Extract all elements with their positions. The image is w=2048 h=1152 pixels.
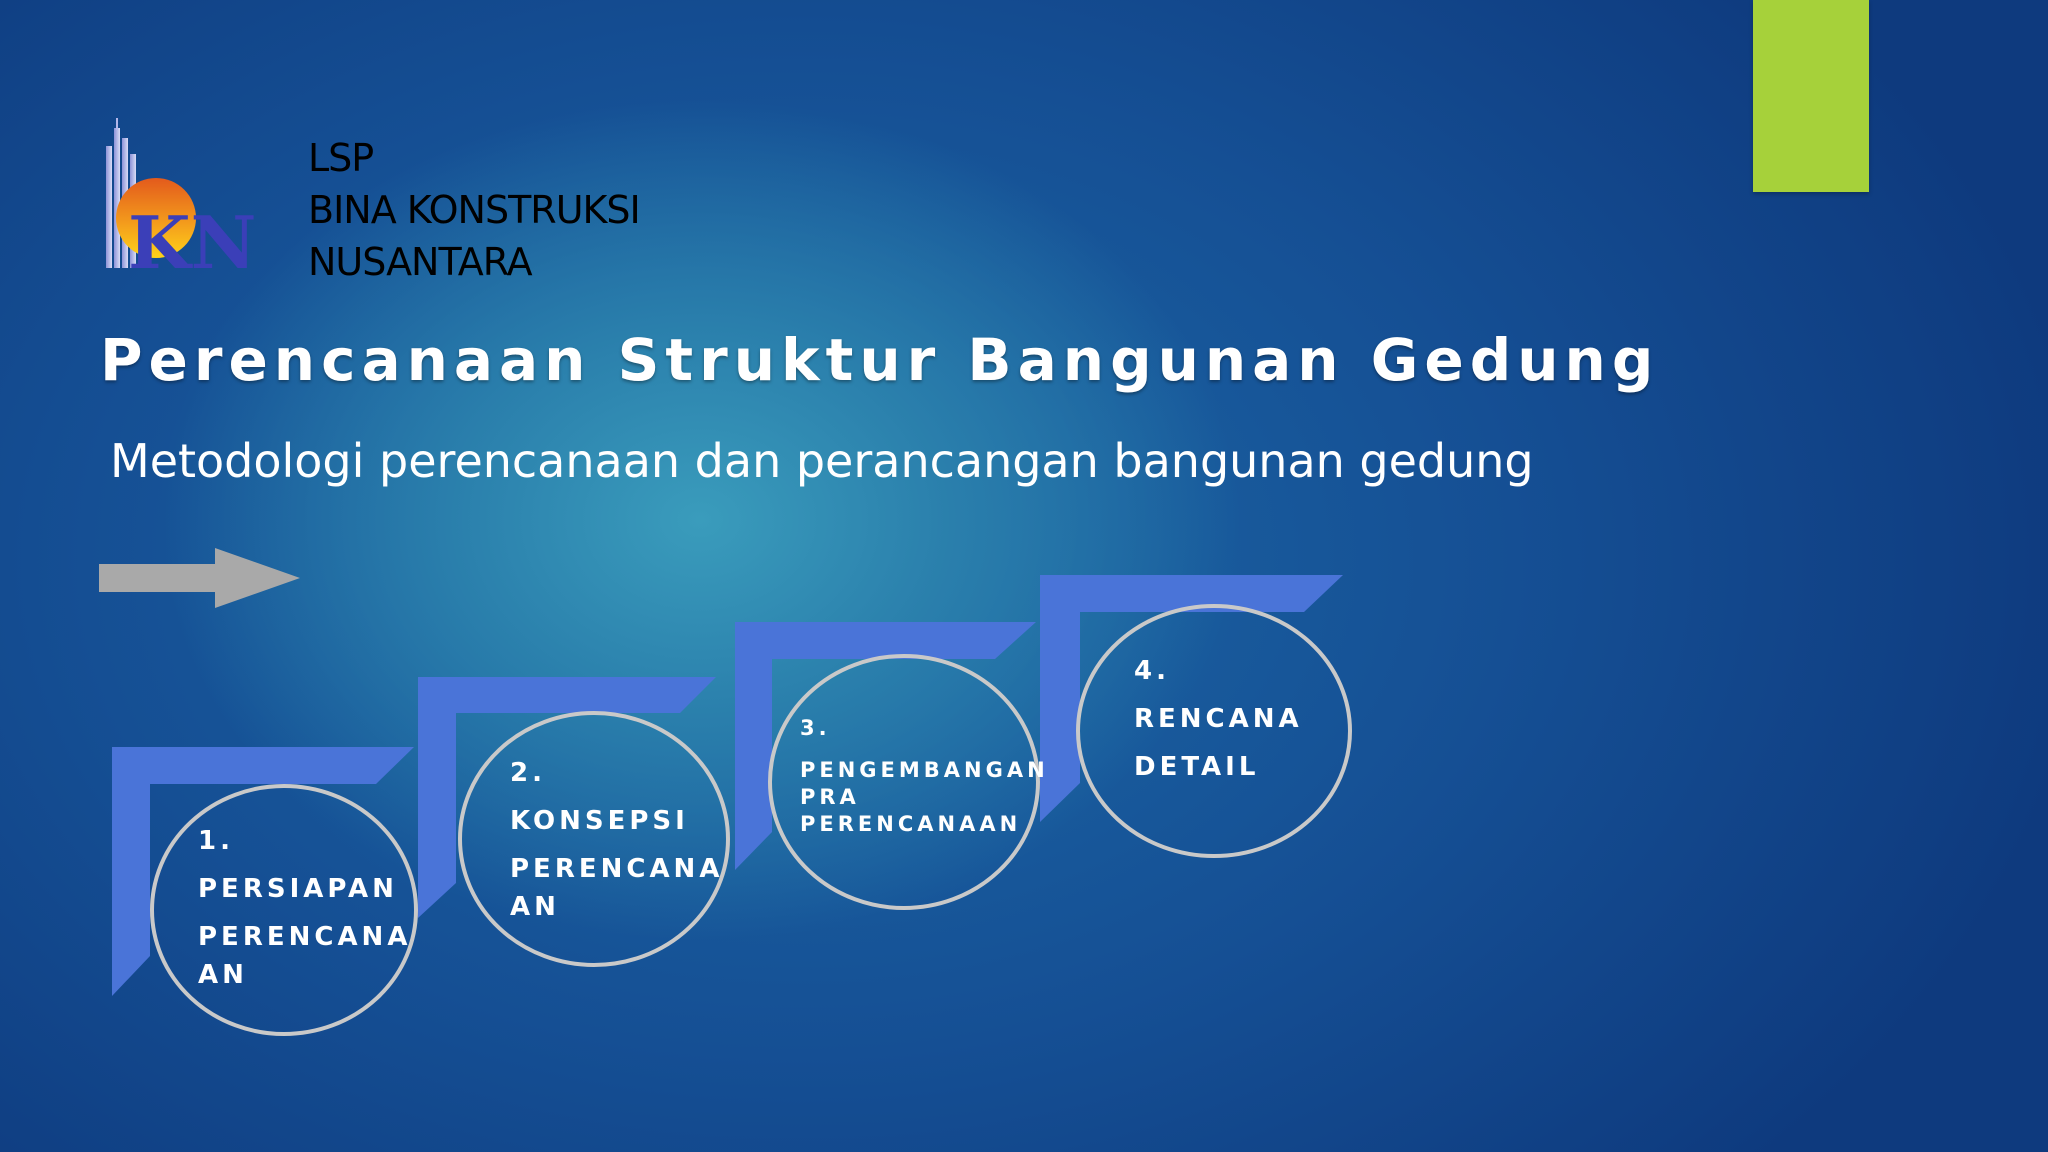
step-2-number: 2. [510, 758, 546, 788]
step-2-line-3: AN [510, 892, 560, 922]
step-shape-2 [418, 677, 716, 918]
step-circle-2 [458, 711, 730, 967]
arrow-shape [99, 548, 300, 608]
company-logo: KN [106, 118, 256, 278]
step-shape-4 [1040, 575, 1343, 822]
step-1-line-1: PERSIAPAN [198, 874, 398, 904]
slide-title: Perencanaan Struktur Bangunan Gedung [100, 326, 1660, 394]
step-3-line-2: PRA [800, 785, 860, 809]
step-circle-4 [1076, 604, 1352, 858]
step-shape-1 [112, 747, 414, 996]
org-line-3: NUSANTARA [308, 240, 533, 284]
slide-subtitle: Metodologi perencanaan dan perancangan b… [110, 434, 1534, 488]
step-3-number: 3. [800, 716, 831, 740]
logo-text: KN [128, 200, 256, 278]
accent-bar [1753, 0, 1869, 192]
step-circle-3 [768, 654, 1040, 910]
step-label-2: 2. KONSEPSI PERENCANA AN [510, 758, 723, 940]
step-2-line-2: PERENCANA [510, 854, 724, 884]
step-3-line-1: PENGEMBANGAN [800, 758, 1049, 782]
step-label-4: 4. RENCANA DETAIL [1134, 656, 1303, 800]
org-line-1: LSP [308, 136, 374, 180]
step-4-number: 4. [1134, 656, 1170, 686]
step-4-line-2: DETAIL [1134, 752, 1260, 782]
step-4-line-1: RENCANA [1134, 704, 1303, 734]
step-circle-1 [150, 784, 418, 1036]
step-1-line-2: PERENCANA [198, 922, 412, 952]
step-1-number: 1. [198, 826, 234, 856]
step-1-line-3: AN [198, 960, 248, 990]
step-label-3: 3. PENGEMBANGAN PRA PERENCANAAN [800, 716, 1049, 839]
step-label-1: 1. PERSIAPAN PERENCANA AN [198, 826, 411, 1008]
step-2-line-1: KONSEPSI [510, 806, 689, 836]
step-3-line-3: PERENCANAAN [800, 812, 1022, 836]
organization-name: LSP BINA KONSTRUKSI NUSANTARA [308, 132, 641, 288]
org-line-2: BINA KONSTRUKSI [308, 188, 641, 232]
step-shape-3 [735, 622, 1036, 870]
